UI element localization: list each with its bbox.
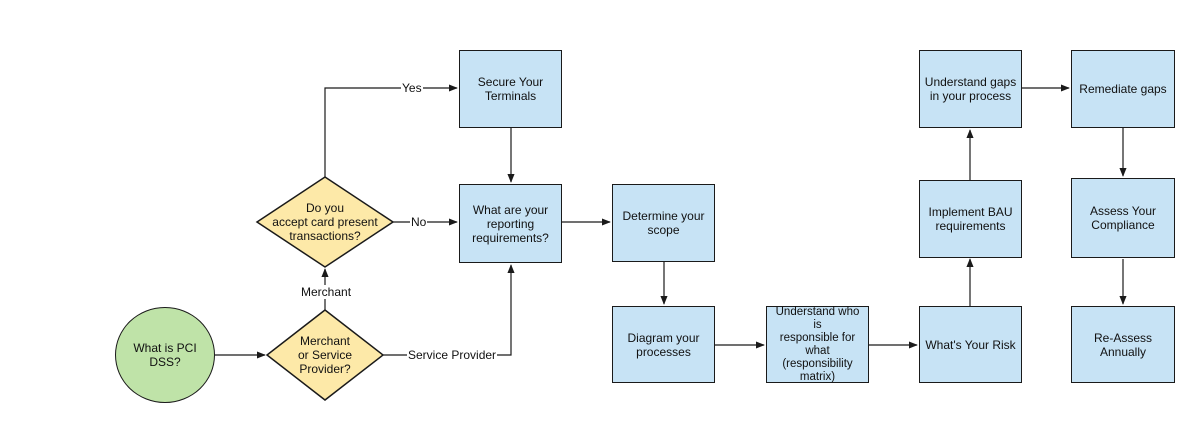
edge-service-provider-to-reporting: [383, 264, 515, 356]
edge-label-service-provider: Service Provider: [407, 348, 498, 362]
edge-label-merchant: Merchant: [300, 285, 353, 299]
node-determine-scope: Determine your scope: [612, 184, 715, 262]
edge-label-no: No: [410, 215, 428, 229]
diamond-merchant-or-service-provider: [265, 309, 385, 401]
node-merchant-or-service-provider: Merchant or Service Provider?: [297, 334, 353, 376]
node-diagram-processes: Diagram your processes: [612, 306, 715, 383]
node-whats-your-risk: What's Your Risk: [919, 306, 1022, 383]
node-reassess-annually: Re-Assess Annually: [1071, 306, 1175, 383]
node-what-is-pci-dss: What is PCI DSS?: [115, 307, 215, 403]
node-card-present: Do you accept card present transactions?: [272, 201, 378, 243]
node-assess-compliance: Assess Your Compliance: [1071, 178, 1175, 258]
node-remediate-gaps: Remediate gaps: [1071, 50, 1175, 128]
node-understand-responsibility: Understand who is responsible for what (…: [766, 306, 869, 383]
node-implement-bau: Implement BAU requirements: [919, 180, 1022, 258]
diamond-card-present: [255, 176, 395, 268]
edge-yes-to-secure-terminals: [324, 84, 458, 177]
node-understand-gaps: Understand gaps in your process: [919, 50, 1022, 128]
node-secure-your-terminals: Secure Your Terminals: [459, 50, 562, 128]
node-reporting-requirements: What are your reporting requirements?: [459, 184, 562, 263]
edge-label-yes: Yes: [401, 81, 423, 95]
